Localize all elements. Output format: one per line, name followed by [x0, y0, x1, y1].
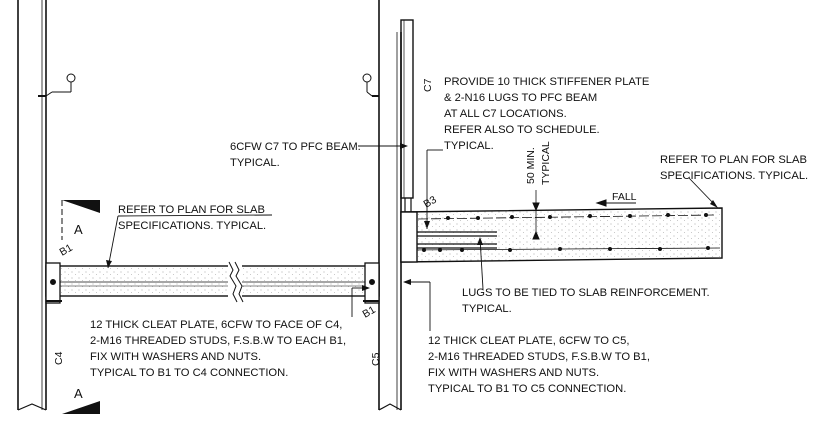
- section-marker-top: [61, 200, 100, 240]
- note-line: SPECIFICATIONS. TYPICAL.: [118, 220, 266, 232]
- note-line: REFER ALSO TO SCHEDULE.: [444, 124, 600, 136]
- note-line: 6CFW C7 TO PFC BEAM.: [230, 141, 361, 153]
- note-line: 12 THICK CLEAT PLATE, 6CFW TO FACE OF C4…: [90, 319, 342, 331]
- hanger-bracket-c4: [45, 73, 76, 97]
- note-slab-left: REFER TO PLAN FOR SLAB SPECIFICATIONS. T…: [118, 204, 266, 232]
- note-cfw: 6CFW C7 TO PFC BEAM. TYPICAL.: [230, 141, 361, 169]
- slab-reinforcement-bars: [422, 213, 710, 252]
- label-b1-right: B1: [361, 304, 378, 321]
- min-label: 50 MIN.: [525, 147, 537, 184]
- section-label-top: A: [74, 222, 83, 237]
- label-b1-left: B1: [58, 242, 75, 259]
- note-line: TYPICAL.: [230, 157, 280, 169]
- slab-b3: [400, 207, 723, 263]
- cover-dimension: [532, 190, 540, 240]
- section-marker-bottom: [62, 401, 100, 414]
- label-c4: C4: [53, 351, 65, 365]
- min-typical-label: TYPICAL: [540, 141, 552, 185]
- note-line: & 2-N16 LUGS TO PFC BEAM: [444, 92, 597, 104]
- note-line: PROVIDE 10 THICK STIFFENER PLATE: [444, 76, 649, 88]
- note-line: REFER TO PLAN FOR SLAB: [118, 204, 265, 216]
- fall-label: FALL: [612, 191, 637, 203]
- note-line: FIX WITH WASHERS AND NUTS.: [428, 367, 599, 379]
- note-line: 2-M16 THREADED STUDS, F.S.B.W TO EACH B1…: [90, 335, 346, 347]
- note-line: 2-M16 THREADED STUDS, F.S.B.W TO B1,: [428, 351, 650, 363]
- note-line: SPECIFICATIONS. TYPICAL.: [660, 170, 808, 182]
- note-line: TYPICAL.: [444, 140, 494, 152]
- fall-arrow: [595, 199, 636, 207]
- note-line: REFER TO PLAN FOR SLAB: [660, 154, 807, 166]
- label-c7: C7: [422, 78, 434, 92]
- note-line: FIX WITH WASHERS AND NUTS.: [90, 351, 261, 363]
- section-label-bottom: A: [74, 386, 83, 401]
- note-line: TYPICAL TO B1 TO C5 CONNECTION.: [428, 383, 626, 395]
- note-line: LUGS TO BE TIED TO SLAB REINFORCEMENT.: [462, 287, 710, 299]
- note-cleat-c4: 12 THICK CLEAT PLATE, 6CFW TO FACE OF C4…: [90, 319, 346, 379]
- label-c5: C5: [370, 352, 382, 366]
- note-line: AT ALL C7 LOCATIONS.: [444, 108, 567, 120]
- column-c5: [372, 0, 402, 411]
- column-c4: [17, 0, 47, 411]
- note-line: TYPICAL TO B1 TO C4 CONNECTION.: [90, 367, 288, 379]
- note-cleat-c5: 12 THICK CLEAT PLATE, 6CFW TO C5, 2-M16 …: [428, 335, 650, 395]
- note-stiffener-plate: PROVIDE 10 THICK STIFFENER PLATE & 2-N16…: [444, 76, 649, 152]
- leader-arrowheads: [106, 143, 718, 291]
- hanger-bracket-c5: [362, 73, 373, 97]
- note-lugs: LUGS TO BE TIED TO SLAB REINFORCEMENT. T…: [462, 287, 710, 315]
- column-c7: [400, 19, 414, 212]
- leader-lines: [107, 145, 717, 331]
- note-line: TYPICAL.: [462, 303, 512, 315]
- label-b3: B3: [422, 194, 439, 211]
- note-line: 12 THICK CLEAT PLATE, 6CFW TO C5,: [428, 335, 629, 347]
- note-slab-right: REFER TO PLAN FOR SLAB SPECIFICATIONS. T…: [660, 154, 808, 182]
- beam-b1: [45, 260, 380, 304]
